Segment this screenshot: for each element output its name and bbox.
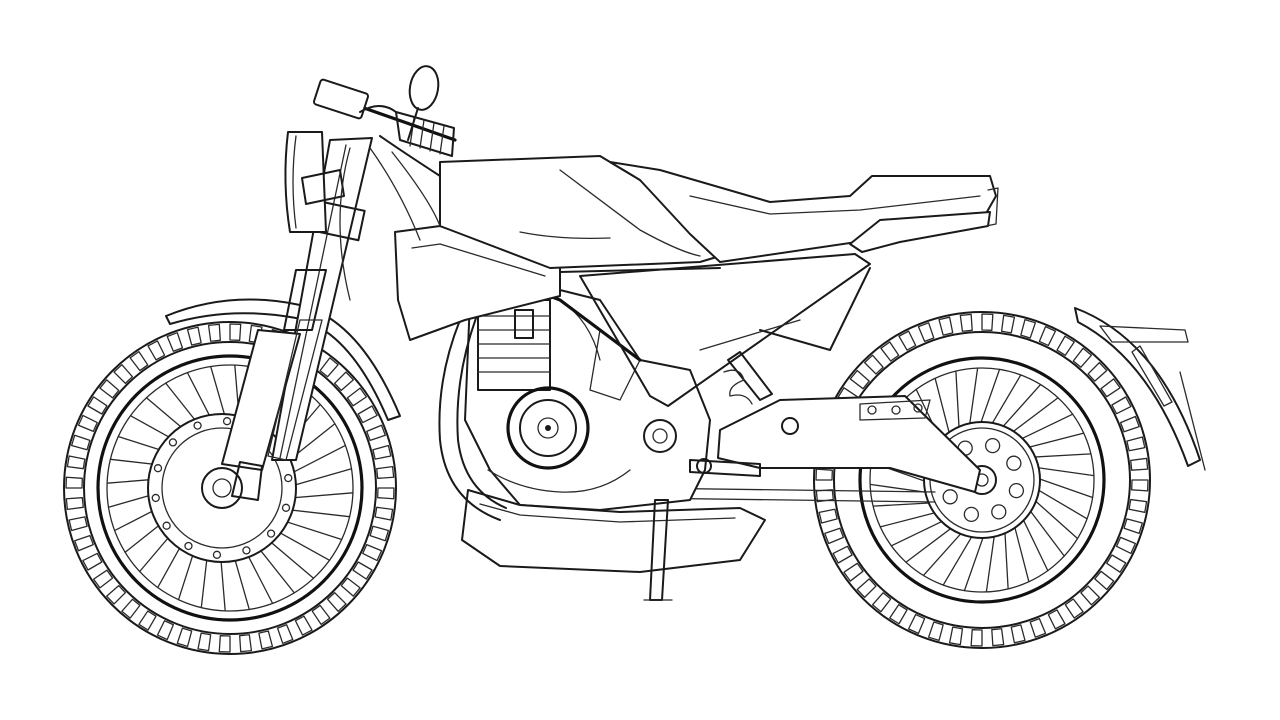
exhaust-pipe [438, 317, 507, 521]
handlebar [312, 78, 457, 157]
footpeg [689, 458, 761, 477]
brake-lever [379, 135, 441, 177]
engine [464, 289, 711, 511]
mirror [407, 65, 440, 141]
seat [609, 161, 997, 263]
rear-shock-absorber [723, 351, 799, 435]
rear-fender [1074, 307, 1206, 471]
headlight [284, 131, 345, 233]
kickstand [643, 499, 673, 601]
brake-disc [147, 413, 297, 563]
cables [339, 147, 441, 301]
front-fender [165, 298, 401, 421]
front-tire-tread [65, 323, 395, 653]
clutch-cover [506, 386, 590, 470]
skid-plate [461, 489, 766, 573]
fuel-tank [439, 155, 721, 269]
front-forks [221, 137, 373, 501]
rear-tire-tread [815, 313, 1149, 647]
rear-wheel [813, 311, 1151, 649]
tail-section [849, 187, 999, 253]
front-wheel [63, 321, 397, 655]
